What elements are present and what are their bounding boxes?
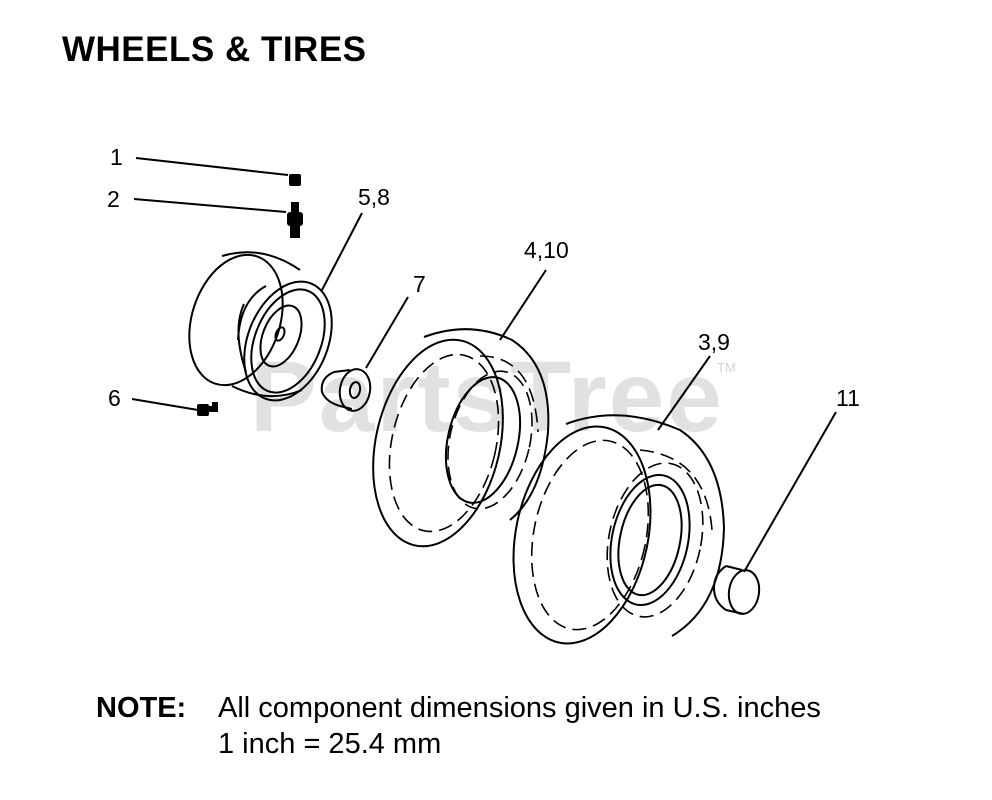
rear-tire-part <box>512 414 726 645</box>
leader-7 <box>365 296 409 369</box>
callout-11: 11 <box>836 385 860 411</box>
leader-4-10 <box>499 269 547 341</box>
leader-1 <box>135 157 289 176</box>
leader-3-9 <box>657 355 711 431</box>
page-title: WHEELS & TIRES <box>62 30 367 69</box>
valve-stem-part <box>287 202 303 238</box>
note-text: All component dimensions given in U.S. i… <box>218 690 821 762</box>
callout-3-9: 3,9 <box>698 329 730 355</box>
callout-4-10: 4,10 <box>524 237 569 263</box>
leader-lines <box>131 157 837 573</box>
dimension-note: NOTE: All component dimensions given in U… <box>96 690 821 762</box>
leader-2 <box>133 198 287 213</box>
callout-5-8: 5,8 <box>358 184 390 210</box>
front-tire-part <box>372 328 550 548</box>
callout-6: 6 <box>108 385 121 411</box>
note-label: NOTE: <box>96 692 187 724</box>
bushing-part <box>320 368 372 412</box>
watermark-trademark: TM <box>717 360 736 375</box>
valve-cap-part <box>289 174 301 186</box>
leader-6 <box>131 398 199 411</box>
leader-5-8 <box>321 212 363 291</box>
callout-7: 7 <box>413 271 426 297</box>
callout-1: 1 <box>110 144 123 170</box>
wheel-rim-part <box>188 251 333 402</box>
callout-2: 2 <box>107 186 120 212</box>
hub-cap-part <box>712 565 761 615</box>
leader-11 <box>743 411 837 573</box>
valve-part <box>197 402 218 416</box>
note-line-conversion: 1 inch = 25.4 mm <box>218 728 442 760</box>
note-line-units: All component dimensions given in U.S. i… <box>218 692 821 724</box>
